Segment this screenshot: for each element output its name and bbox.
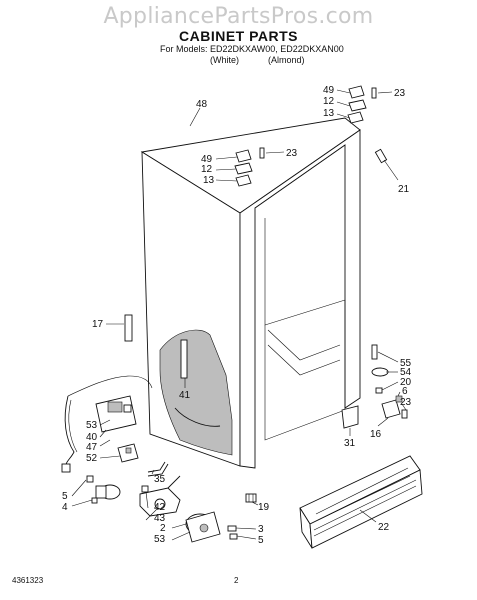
site-watermark: AppliancePartsPros.com bbox=[103, 4, 374, 29]
wiring-harness bbox=[61, 375, 153, 473]
screw-23-top bbox=[371, 87, 377, 99]
callout-12-top: 12 bbox=[323, 96, 335, 107]
hinge-pin-21 bbox=[374, 148, 388, 164]
model-list: For Models: ED22DKXAW00, ED22DKXAN00 bbox=[160, 44, 344, 54]
callout-4: 4 bbox=[62, 502, 68, 513]
callout-55: 55 bbox=[400, 358, 412, 369]
tube-35 bbox=[147, 461, 169, 477]
callout-labels: 48 49 12 13 23 49 12 13 23 21 17 41 53 4… bbox=[62, 85, 412, 546]
page-number: 2 bbox=[234, 576, 239, 585]
callout-31: 31 bbox=[344, 438, 356, 449]
callout-12-center: 12 bbox=[201, 164, 213, 175]
callout-49-center: 49 bbox=[201, 154, 213, 165]
insulation-cutaway bbox=[159, 329, 233, 456]
callout-22: 22 bbox=[378, 522, 390, 533]
callout-52: 52 bbox=[86, 453, 98, 464]
leader-lines bbox=[71, 89, 407, 541]
control-bracket bbox=[95, 395, 137, 433]
callout-47: 47 bbox=[86, 442, 98, 453]
callout-3: 3 bbox=[258, 524, 264, 535]
toe-grille-22 bbox=[299, 455, 423, 549]
callout-16: 16 bbox=[370, 429, 382, 440]
roller-bracket-center bbox=[139, 475, 181, 517]
callout-53-bottom: 53 bbox=[154, 534, 166, 545]
callout-43: 43 bbox=[154, 513, 166, 524]
center-hinge-group bbox=[234, 147, 265, 187]
document-number: 4361323 bbox=[12, 576, 44, 585]
screw-23-center bbox=[259, 147, 265, 159]
leveling-leg-left bbox=[86, 475, 121, 504]
latch-31 bbox=[341, 405, 359, 429]
callout-23-right: 23 bbox=[400, 397, 412, 408]
relay-connector-52 bbox=[117, 443, 139, 463]
callout-40: 40 bbox=[86, 432, 98, 443]
callout-19: 19 bbox=[258, 502, 270, 513]
roller-assembly-right bbox=[185, 511, 238, 543]
callout-5-left: 5 bbox=[62, 491, 68, 502]
callout-17: 17 bbox=[92, 319, 104, 330]
callout-23-top: 23 bbox=[394, 88, 406, 99]
variant-almond-label: (Almond) bbox=[268, 55, 305, 65]
callout-53-left: 53 bbox=[86, 420, 98, 431]
callout-6: 6 bbox=[402, 386, 408, 397]
callout-42: 42 bbox=[154, 502, 166, 513]
callout-13-top: 13 bbox=[323, 108, 335, 119]
variant-white-label: (White) bbox=[210, 55, 239, 65]
part-17-tube bbox=[124, 314, 133, 342]
callout-21: 21 bbox=[398, 184, 410, 195]
cabinet-inner-liner bbox=[254, 144, 346, 441]
callout-5-bottom: 5 bbox=[258, 535, 264, 546]
clip-19 bbox=[245, 493, 257, 503]
callout-20: 20 bbox=[400, 377, 412, 388]
callout-54: 54 bbox=[400, 367, 412, 378]
callout-23-center: 23 bbox=[286, 148, 298, 159]
callout-41: 41 bbox=[179, 390, 191, 401]
callout-48: 48 bbox=[196, 99, 208, 110]
callout-13-center: 13 bbox=[203, 175, 215, 186]
callout-35: 35 bbox=[154, 474, 166, 485]
upper-right-hinge-group bbox=[347, 85, 388, 164]
page-title: CABINET PARTS bbox=[178, 28, 299, 44]
callout-49-top: 49 bbox=[323, 85, 335, 96]
callout-2: 2 bbox=[160, 523, 166, 534]
